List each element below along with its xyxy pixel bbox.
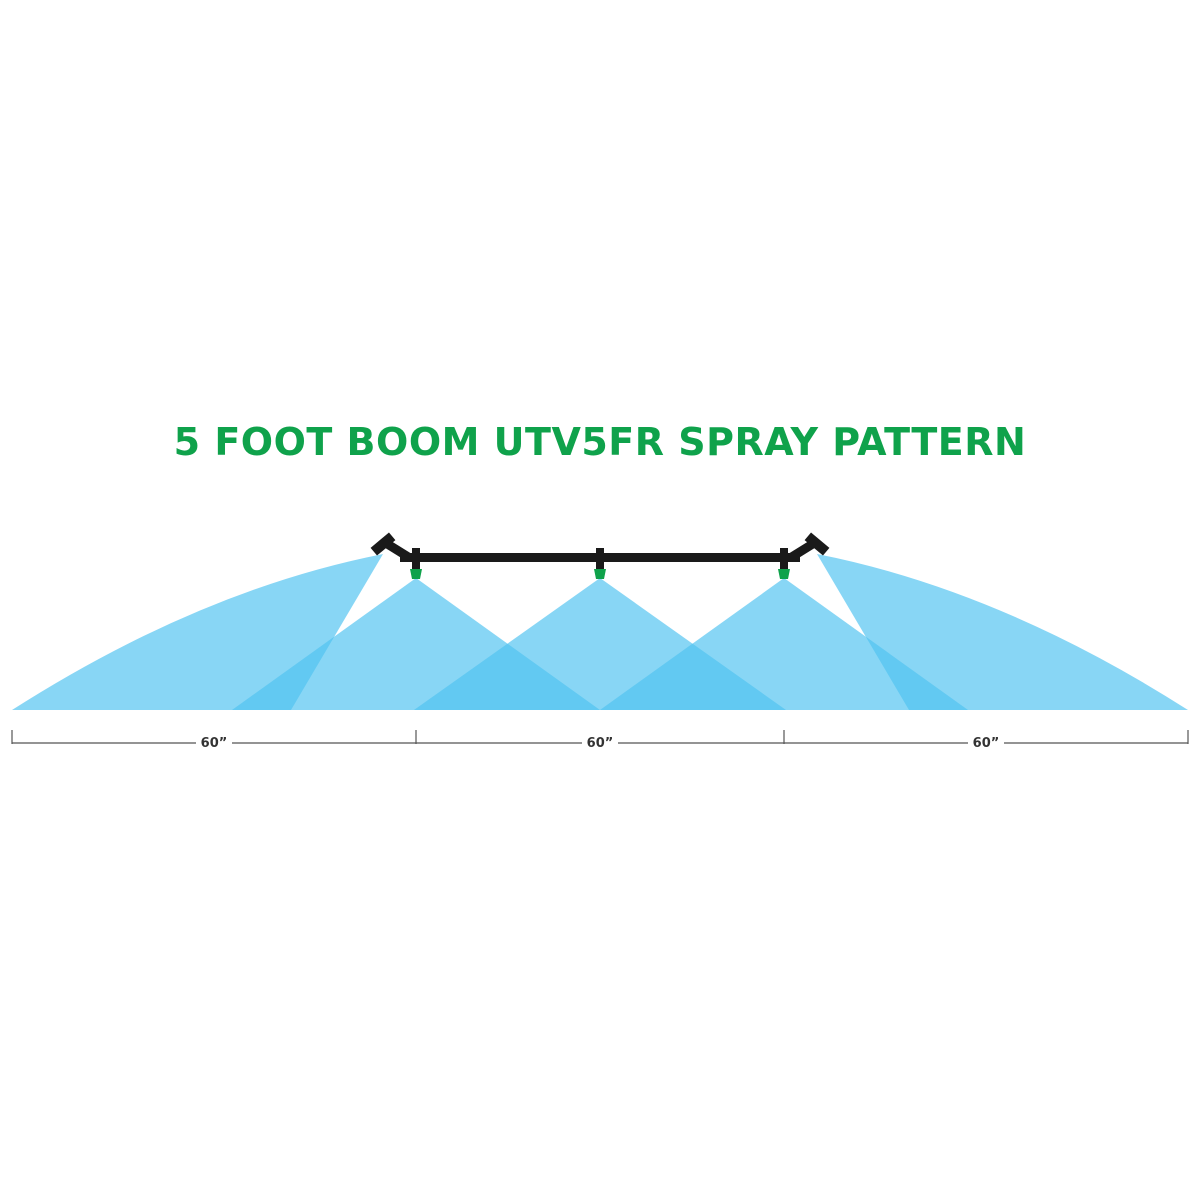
boom-assembly [370,532,830,570]
spray-fan-right-nozzle [600,578,968,710]
boom-elbow-right [788,539,817,562]
nozzle-tips [410,569,790,579]
boom-end-cap-right [804,532,830,556]
boom-elbow-left [383,539,412,562]
nozzle-tip-center [594,569,606,579]
dimension-line [11,730,1189,744]
nozzle-drop-left [412,548,420,570]
nozzle-drop-center [596,548,604,570]
dimension-label-left: 60” [201,736,228,751]
diagram-title: 5 FOOT BOOM UTV5FR SPRAY PATTERN [173,420,1027,464]
nozzle-tip-left [410,569,422,579]
dimension-label-center: 60” [587,736,614,751]
dimension-label-right: 60” [973,736,1000,751]
boom-end-cap-left [370,532,396,556]
nozzle-drop-right [780,548,788,570]
nozzle-tip-right [778,569,790,579]
spray-fans [12,554,1188,710]
